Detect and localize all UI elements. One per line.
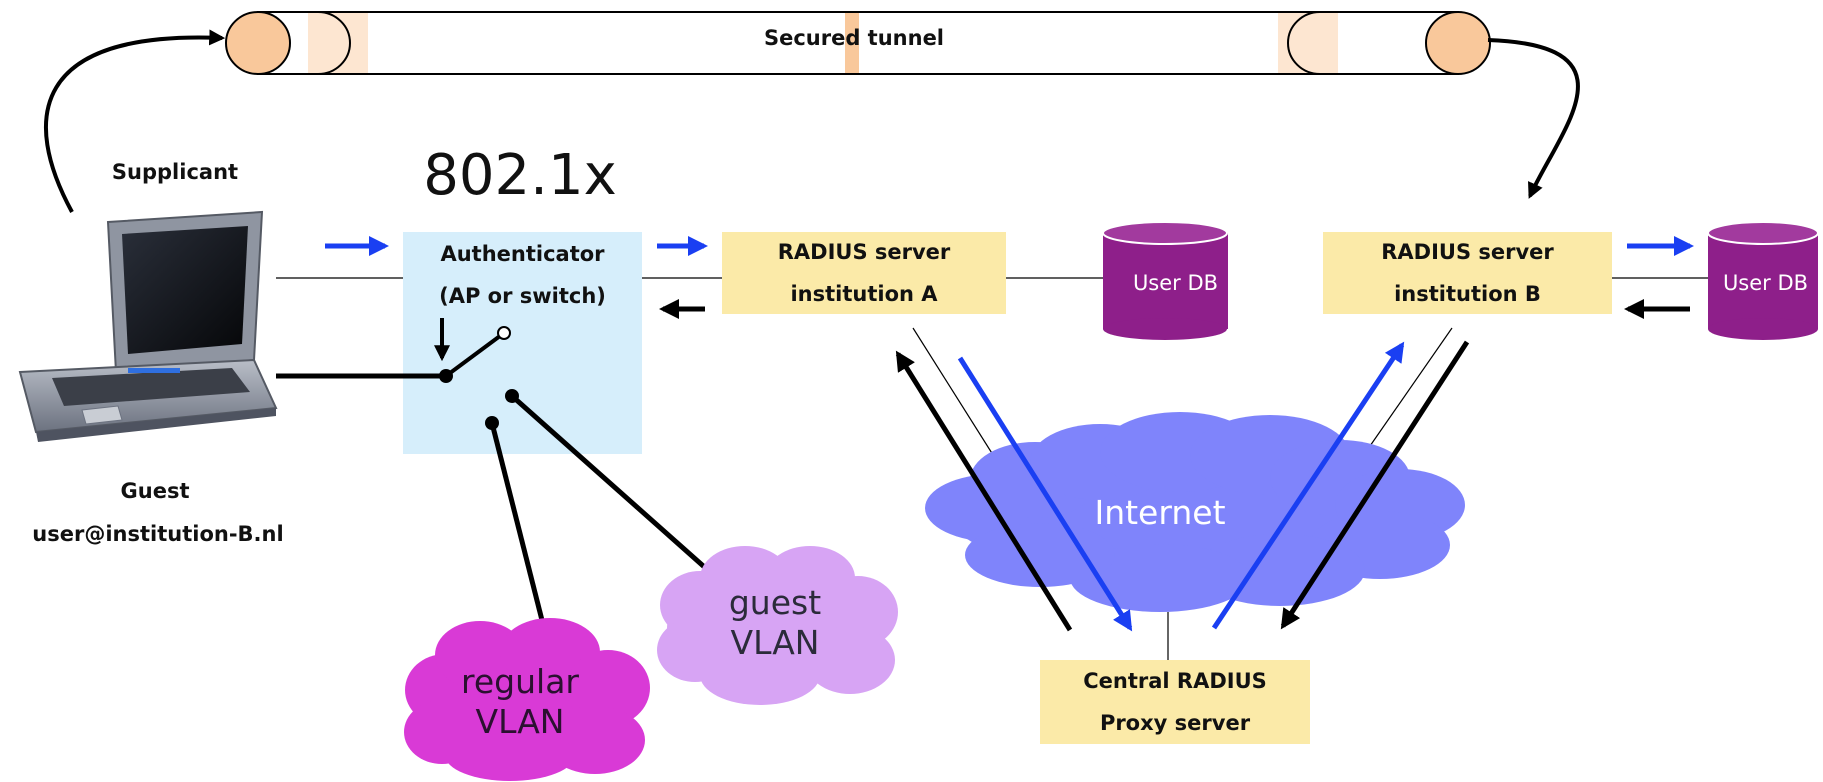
protocol-label: 802.1x bbox=[423, 143, 617, 208]
radius-server-a: RADIUS server institution A bbox=[722, 232, 1006, 314]
internet-label: Internet bbox=[1094, 493, 1226, 532]
authenticator-line2: (AP or switch) bbox=[439, 284, 606, 308]
user-db-b-label: User DB bbox=[1722, 271, 1809, 295]
user-db-b-icon bbox=[1707, 221, 1819, 340]
central-proxy-line2: Proxy server bbox=[1099, 711, 1251, 735]
radius-a-line2: institution A bbox=[790, 282, 938, 306]
authenticator-label: Authenticator (AP or switch) bbox=[403, 232, 642, 318]
radius-b-line2: institution B bbox=[1394, 282, 1541, 306]
central-radius-proxy: Central RADIUS Proxy server bbox=[1040, 660, 1310, 744]
guest-vlan-label: guest VLAN bbox=[700, 583, 850, 663]
guest-vlan-line1: guest bbox=[728, 583, 822, 622]
user-db-a-label: User DB bbox=[1132, 271, 1219, 295]
radius-b-to-proxy-arrow bbox=[1280, 340, 1470, 630]
central-proxy-line1: Central RADIUS bbox=[1083, 669, 1267, 693]
radius-server-a-box bbox=[722, 232, 1006, 314]
guest-vlan-line2: VLAN bbox=[730, 623, 820, 662]
radius-server-b: RADIUS server institution B bbox=[1323, 232, 1612, 314]
guest-vlan-cloud bbox=[657, 546, 898, 705]
authenticator-line1: Authenticator bbox=[440, 242, 605, 266]
proxy-to-radius-b-arrow bbox=[1211, 341, 1405, 630]
regular-vlan-label: regular VLAN bbox=[445, 662, 595, 742]
regular-vlan-cloud bbox=[404, 618, 650, 781]
radius-a-to-proxy-arrow bbox=[957, 356, 1133, 632]
central-proxy-box bbox=[1040, 660, 1310, 744]
radius-a-line1: RADIUS server bbox=[777, 240, 951, 264]
connector-lines bbox=[276, 277, 1708, 660]
laptop-icon bbox=[18, 210, 278, 442]
internet-cloud bbox=[925, 412, 1465, 612]
regular-vlan-line1: regular bbox=[461, 662, 579, 701]
supplicant-title: Supplicant bbox=[111, 160, 239, 184]
guest-label: Guest bbox=[120, 479, 190, 503]
user-db-a-icon bbox=[1102, 221, 1228, 340]
tunnel-to-radius-b-arrow bbox=[1487, 38, 1580, 199]
radius-server-b-box bbox=[1323, 232, 1612, 314]
guest-user-id: user@institution-B.nl bbox=[32, 522, 284, 546]
tunnel-label: Secured tunnel bbox=[763, 26, 945, 50]
radius-b-line1: RADIUS server bbox=[1381, 240, 1554, 264]
regular-vlan-line2: VLAN bbox=[475, 702, 565, 741]
supplicant-to-tunnel-arrow bbox=[44, 29, 226, 213]
port-switch bbox=[276, 318, 712, 637]
secured-tunnel bbox=[225, 11, 1491, 75]
proxy-to-radius-a-arrow bbox=[895, 350, 1073, 632]
